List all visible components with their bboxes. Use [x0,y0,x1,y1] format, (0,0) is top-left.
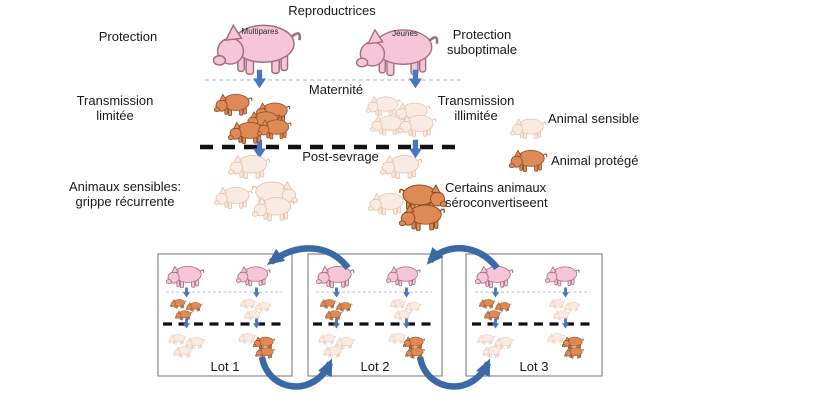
legend-label-animal-protege: Animal protégé [551,153,639,168]
label-protection-suboptimale: Protection suboptimale [446,27,518,57]
sow-label-multipares: Multipares [241,27,279,36]
maternite-protected-piglets [214,93,292,145]
flow-arrow-postsevrage-right-icon [409,139,422,159]
label-transmission-illimitee: Transmission illimitée [437,93,515,123]
legend-protege-pig-icon [509,149,548,173]
lot-1-diagram [163,266,286,358]
lot-3-diagram [472,266,595,358]
label-protection: Protection [98,29,158,44]
lot-2-label: Lot 2 [360,359,390,374]
cycle-arrow-lot2-to-lot1-icon [266,245,351,271]
label-certains-animaux: Certains animaux séroconvertiseent [445,180,548,210]
title-reproductrices: Reproductrices [288,3,376,18]
lot-3-label: Lot 3 [519,359,549,374]
postsevrage-sensible-group [214,154,298,222]
postsevrage-seroconverted-group [368,154,447,232]
legend-label-animal-sensible: Animal sensible [548,111,640,126]
sow-label-jeunes: Jeunes [392,29,418,38]
label-transmission-limitee: Transmission limitée [76,93,154,123]
lot-2-diagram [313,266,436,358]
label-animaux-sensibles: Animaux sensibles: grippe récurrente [69,179,181,209]
lot-1-label: Lot 1 [210,359,240,374]
cycle-arrow-lot3-to-lot2-icon [426,245,500,271]
lot-2-box [307,253,443,377]
flow-arrow-maternite-left-icon [253,69,266,89]
stage-label-post-sevrage: Post-sevrage [302,149,379,164]
cycle-arrow-lot1-to-lot2-icon [258,356,333,390]
stage-label-maternite: Maternité [308,82,364,97]
lot-3-box [465,253,603,377]
lot-1-box [157,253,293,377]
cycle-arrow-lot2-to-lot3-icon [416,356,491,390]
